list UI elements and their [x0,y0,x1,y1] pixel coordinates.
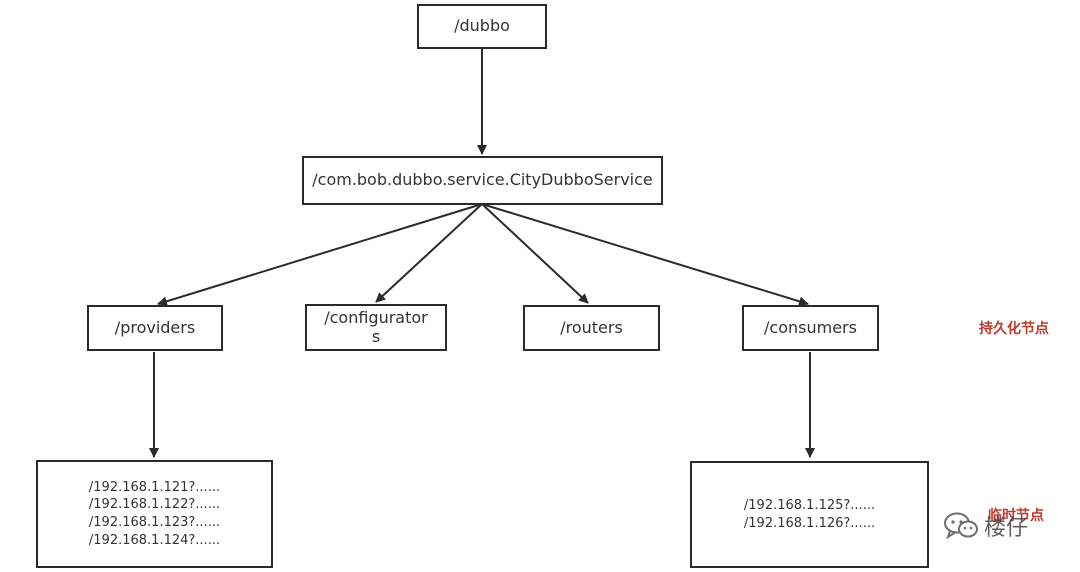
node-consumer-urls: /192.168.1.125?...... /192.168.1.126?...… [690,461,929,568]
edge-service-to-routers [481,203,589,304]
node-routers-label: /routers [560,317,623,337]
node-configurators-label-line1: /configurator [324,308,428,328]
provider-url: /192.168.1.121?...... [88,479,221,495]
consumer-url: /192.168.1.125?...... [743,497,876,513]
provider-url: /192.168.1.124?...... [88,532,221,548]
label-ephemeral-node: 临时节点 [988,508,1044,524]
node-dubbo-root: /dubbo [417,4,547,49]
node-routers: /routers [523,305,660,351]
node-provider-urls: /192.168.1.121?...... /192.168.1.122?...… [36,460,273,568]
node-service: /com.bob.dubbo.service.CityDubboService [302,156,663,205]
provider-url: /192.168.1.123?...... [88,515,221,530]
watermark-text: 楼仔 [984,516,1029,541]
watermark: 楼仔 [944,506,1054,546]
provider-url: /192.168.1.122?...... [88,497,221,513]
edge-service-to-consumers [481,203,809,307]
node-configurators-label-line2: s [371,326,381,346]
edge-service-to-providers [157,203,483,307]
label-persistent-node: 持久化节点 [979,321,1049,337]
wechat-icon [944,512,978,540]
node-service-label: /com.bob.dubbo.service.CityDubboService [312,170,653,190]
node-providers-label: /providers [114,317,196,337]
edge-service-to-configurators [375,203,483,303]
node-providers: /providers [87,305,223,351]
node-configurators: /configurator s [305,304,447,351]
node-consumers: /consumers [742,305,879,351]
node-consumers-label: /consumers [764,317,857,337]
node-dubbo-root-label: /dubbo [454,16,510,36]
consumer-url: /192.168.1.126?...... [743,515,876,531]
